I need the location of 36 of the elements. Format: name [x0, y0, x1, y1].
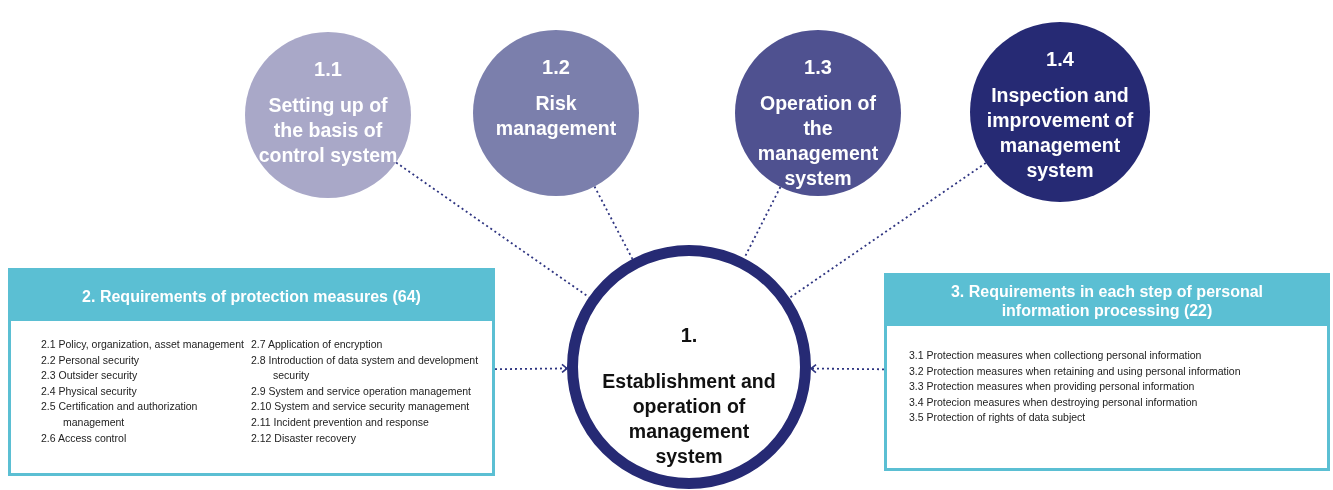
section-number: 1.4	[1046, 48, 1074, 71]
list-item: 2.3 Outsider security	[41, 368, 139, 384]
arrow	[494, 363, 568, 374]
list-item: 2.9 System and service operation management	[251, 383, 473, 399]
list-item: 2.11 Incident prevention and response	[251, 414, 430, 430]
section-title: Inspection and improvement of management system	[985, 83, 1135, 183]
connector-line	[788, 162, 987, 299]
list-item: 2.10 System and service security management	[251, 399, 471, 415]
arrow	[810, 363, 885, 374]
panel-heading: 2. Requirements of protection measures (64)	[11, 271, 492, 321]
section-number: 1.	[680, 324, 698, 347]
list-item: 3.2 Protection measures when retaining and using personal information	[909, 363, 1242, 379]
section-number: 1.1	[314, 58, 342, 81]
list-item: 3.3 Protection measures when providing personal information	[909, 379, 1196, 395]
section-title: Operation of the management system	[756, 91, 880, 191]
section-number: 1.2	[542, 56, 570, 79]
section-title: Risk management	[494, 91, 618, 141]
connector-line	[395, 161, 590, 299]
panel-heading: 3. Requirements in each step of personal information processing (22)	[887, 276, 1327, 326]
list-item: 2.7 Application of encryption	[251, 337, 384, 352]
connector-line	[593, 185, 634, 260]
list-item: 2.12 Disaster recovery	[251, 430, 358, 446]
list-item: 2.5 Certification and authorization management	[41, 399, 199, 430]
list-item: 2.4 Physical security	[41, 383, 138, 399]
list-item: 2.1 Policy, organization, asset management	[41, 337, 245, 352]
list-item: 2.2 Personal security	[41, 352, 141, 368]
list-item: 3.1 Protection measures when collectiong personal information	[909, 348, 1203, 363]
list-item: 2.6 Access control	[41, 430, 128, 446]
section-title: Establishment and operation of management system	[601, 369, 777, 469]
list-item: 2.8 Introduction of data system and development security	[251, 352, 480, 384]
section-title: Setting up of the basis of control system	[257, 93, 399, 168]
list-item: 3.5 Protection of rights of data subject	[909, 410, 1087, 426]
requirements-panel	[884, 273, 1330, 471]
list-item: 3.4 Protecion measures when destroying personal information	[909, 394, 1199, 410]
section-number: 1.3	[804, 56, 832, 79]
requirements-panel	[8, 268, 495, 476]
